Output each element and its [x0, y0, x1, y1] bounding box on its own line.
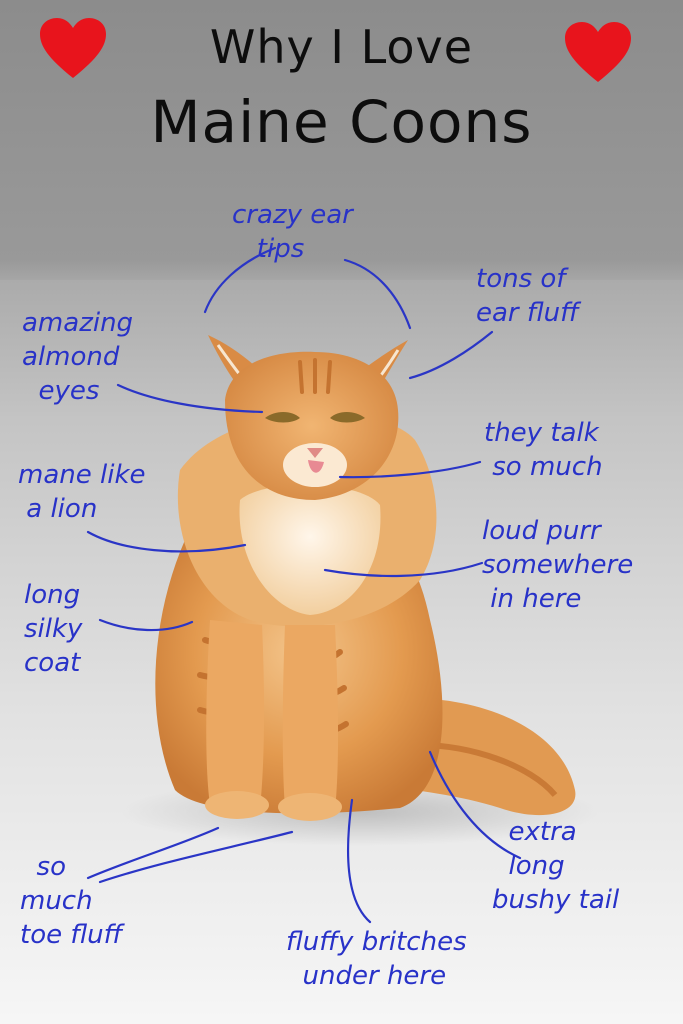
heart-icon	[40, 18, 106, 78]
label-long-silky-coat: long silky coat	[24, 580, 83, 678]
label-loud-purr: loud purr somewhere in here	[482, 516, 634, 614]
title-line-1: Why I Love	[209, 20, 474, 74]
title-line-2: Maine Coons	[150, 88, 533, 156]
label-mane-like-lion: mane like a lion	[18, 460, 146, 524]
label-almond-eyes: amazing almond eyes	[22, 308, 134, 406]
label-crazy-ear-tips: crazy ear tips	[232, 200, 353, 264]
label-they-talk: they talk so much	[484, 418, 603, 482]
heart-icon	[565, 22, 631, 82]
label-ear-fluff: tons of ear fluff	[476, 264, 579, 328]
label-bushy-tail: extra long bushy tail	[492, 817, 620, 915]
label-toe-fluff: so much toe fluff	[20, 852, 123, 950]
label-fluffy-britches: fluffy britches under here	[286, 927, 467, 991]
